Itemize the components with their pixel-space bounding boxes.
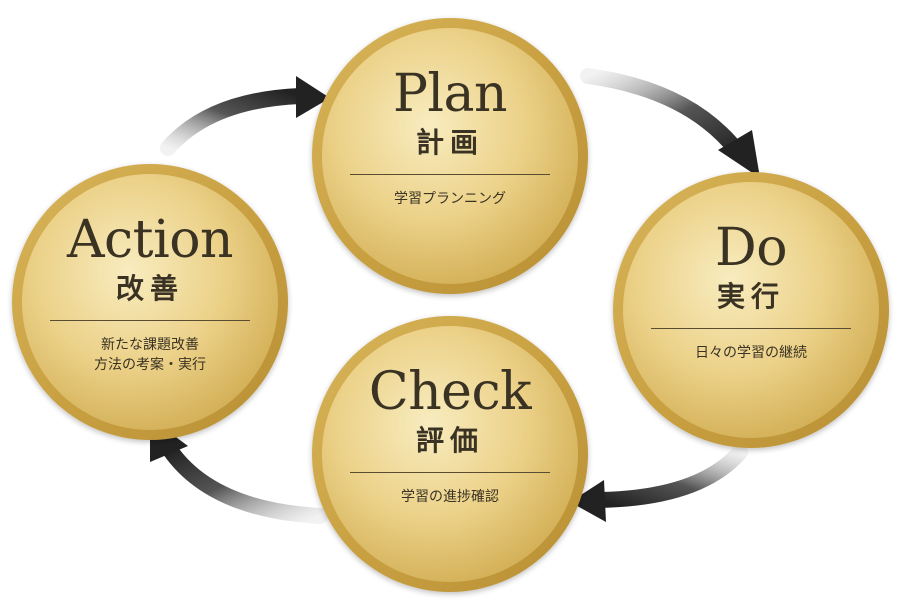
- node-do-divider: [651, 327, 851, 329]
- node-plan-title-jp: 計画: [415, 126, 484, 159]
- arrow-do-to-check: [570, 444, 748, 522]
- node-plan-desc-line1: 学習プランニング: [394, 190, 506, 207]
- node-action-circle: [12, 164, 288, 440]
- node-check-circle: [312, 316, 588, 592]
- node-action-desc-line1: 新たな課題改善: [101, 336, 199, 353]
- node-action-title-jp: 改善: [115, 272, 184, 305]
- node-action-desc-line2: 方法の考案・実行: [94, 356, 206, 373]
- node-plan-divider: [350, 173, 550, 175]
- curved-arrow-icon: [570, 480, 606, 522]
- node-check-title-en: Check: [368, 362, 532, 422]
- node-action: Action 改善 新たな課題改善 方法の考案・実行: [50, 214, 250, 375]
- node-check-title-jp: 評価: [415, 424, 484, 457]
- node-do-title-en: Do: [715, 218, 788, 278]
- arrow-plan-to-do: [580, 68, 760, 178]
- node-check-desc-line1: 学習の進捗確認: [401, 488, 499, 505]
- node-action-description: 新たな課題改善 方法の考案・実行: [94, 335, 206, 376]
- arrow-action-to-plan: [160, 76, 330, 156]
- node-check: Check 評価 学習の進捗確認: [350, 366, 550, 507]
- node-do: Do 実行 日々の学習の継続: [651, 222, 851, 363]
- curved-arrow-icon: [296, 76, 330, 118]
- node-do-desc-line1: 日々の学習の継続: [695, 344, 807, 361]
- node-check-description: 学習の進捗確認: [401, 487, 499, 507]
- node-plan: Plan 計画 学習プランニング: [350, 68, 550, 209]
- node-do-circle: [613, 172, 889, 448]
- node-plan-title-en: Plan: [392, 64, 508, 124]
- node-action-title-en: Action: [67, 210, 234, 270]
- node-do-title-jp: 実行: [716, 280, 785, 313]
- curved-arrow-icon: [718, 130, 760, 178]
- node-do-description: 日々の学習の継続: [695, 343, 807, 363]
- node-plan-circle: [312, 18, 588, 294]
- node-check-divider: [350, 471, 550, 473]
- node-action-divider: [50, 319, 250, 321]
- node-plan-description: 学習プランニング: [394, 189, 506, 209]
